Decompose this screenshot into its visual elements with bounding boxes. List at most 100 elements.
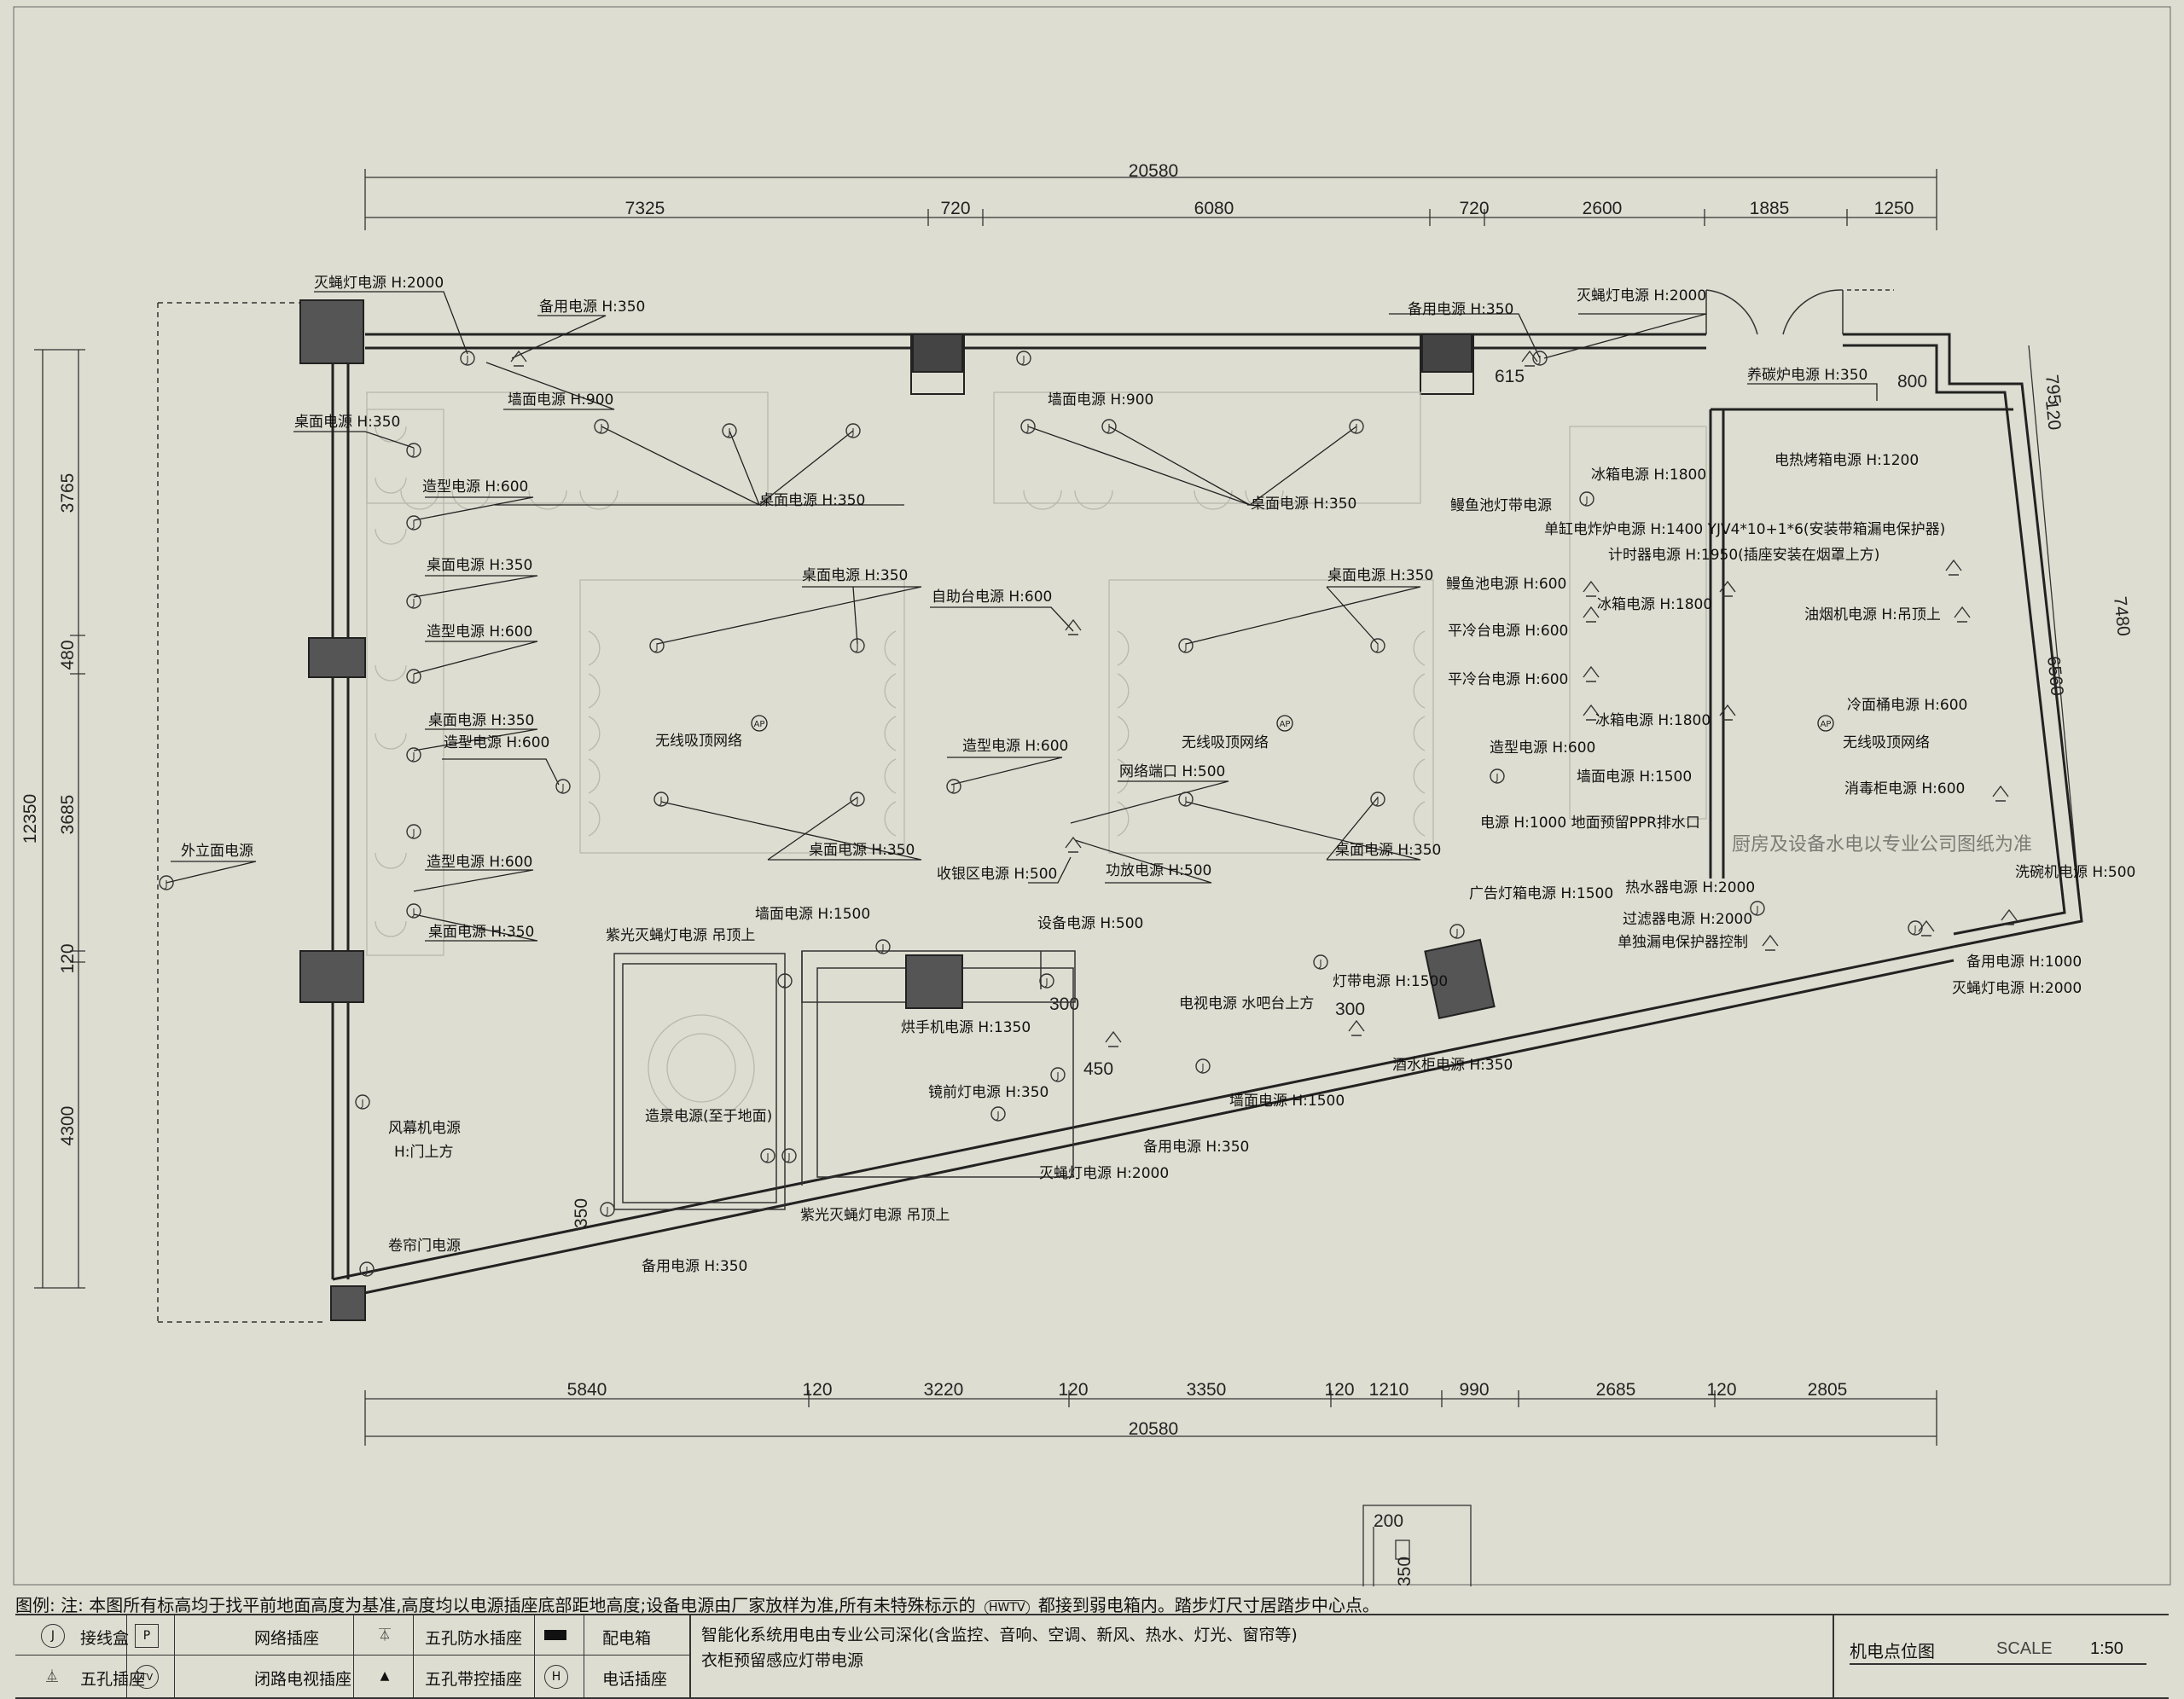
dim-top-overall: 20580: [1129, 161, 1178, 181]
dim-bottom-seg: 990: [1459, 1380, 1489, 1400]
remark-wardrobe: 衣柜预留感应灯带电源: [701, 1651, 864, 1670]
label: 计时器电源 H:1950(插座安装在烟罩上方): [1608, 547, 1879, 564]
remark-smart-system: 智能化系统用电由专业公司深化(含监控、音响、空调、新风、热水、灯光、窗帘等): [701, 1626, 1298, 1644]
dim-bottom-seg: 1210: [1369, 1380, 1409, 1400]
label: 备用电源 H:1000: [1966, 954, 2082, 971]
label: 功放电源 H:500: [1106, 862, 1211, 879]
legend-item: 五孔带控插座: [425, 1670, 523, 1689]
dim-bottom-seg: 120: [1324, 1380, 1354, 1400]
label: 风幕机电源: [388, 1120, 461, 1137]
ap-icon: AP: [1280, 720, 1291, 729]
label: 墙面电源 H:1500: [755, 906, 870, 923]
label: 墙面电源 H:1500: [1577, 768, 1692, 786]
dim-bottom-seg: 120: [1706, 1380, 1736, 1400]
dim-bottom-seg: 120: [1058, 1380, 1088, 1400]
label: 桌面电源 H:350: [809, 842, 915, 859]
label: 过滤器电源 H:2000: [1623, 911, 1752, 928]
label: 鳗鱼池电源 H:600: [1446, 576, 1566, 593]
legend-note-suffix: 都接到弱电箱内。踏步灯尺寸居踏步中心点。: [1037, 1595, 1380, 1615]
detail-dim: 200: [1374, 1511, 1403, 1531]
label: 冰箱电源 H:1800: [1595, 712, 1711, 729]
label: 酒水柜电源 H:350: [1392, 1057, 1513, 1074]
legend-note-text: 注: 本图所有标高均于找平前地面高度为基准,高度均以电源插座底部距地高度;设备电…: [61, 1595, 976, 1615]
label: 造型电源 H:600: [427, 623, 532, 641]
dim-right: 615: [1495, 367, 1525, 386]
dim-bottom-overall: 20580: [1129, 1419, 1178, 1439]
label: 桌面电源 H:350: [427, 557, 532, 574]
label: 紫光灭蝇灯电源 吊顶上: [606, 927, 755, 944]
label: 养碳炉电源 H:350: [1747, 367, 1867, 384]
legend-prefix: 图例:: [15, 1595, 55, 1615]
network-socket-icon: P: [135, 1624, 159, 1648]
dim-right: 7480: [2110, 595, 2134, 637]
dim-bottom-seg: 120: [802, 1380, 832, 1400]
label: 灯带电源 H:1500: [1333, 973, 1448, 990]
label: 平冷台电源 H:600: [1448, 671, 1568, 688]
label: 冷面桶电源 H:600: [1847, 697, 1967, 714]
dim-top-seg: 720: [940, 199, 970, 218]
dim-top-seg: 7325: [625, 199, 665, 218]
label: 备用电源 H:350: [642, 1258, 747, 1275]
label: 自助台电源 H:600: [932, 589, 1052, 606]
label: 热水器电源 H:2000: [1625, 879, 1755, 896]
label: 墙面电源 H:1500: [1229, 1093, 1345, 1110]
label: 灭蝇灯电源 H:2000: [1952, 980, 2082, 997]
label: 备用电源 H:350: [1408, 301, 1513, 318]
sheet-title: 机电点位图: [1850, 1641, 1935, 1661]
label: 冰箱电源 H:1800: [1591, 467, 1706, 484]
dim-left-seg: 3765: [58, 473, 78, 513]
five-hole-socket-icon: ⏅: [46, 1670, 58, 1684]
dim-left-overall: 12350: [20, 794, 40, 844]
dim-left-seg: 120: [58, 943, 78, 973]
dim-misc: 450: [1083, 1059, 1113, 1079]
label: 造型电源 H:600: [962, 738, 1068, 755]
junction-box-icon: J: [41, 1624, 65, 1648]
label: 桌面电源 H:350: [1251, 496, 1356, 513]
leaders: [166, 291, 1878, 942]
label: 单缸电炸炉电源 H:1400 YJV4*10+1*6(安装带箱漏电保护器): [1544, 520, 1945, 538]
dim-left-seg: 480: [58, 640, 78, 670]
dim-misc: 350: [572, 1198, 591, 1228]
dim-bottom-seg: 2805: [1808, 1380, 1848, 1400]
floor-plan: J 20580 7325 720 6080 720 2600 1885 1250…: [13, 6, 2171, 1586]
label: 外立面电源: [181, 843, 253, 860]
label: 烘手机电源 H:1350: [901, 1019, 1031, 1036]
label: 备用电源 H:350: [539, 299, 645, 316]
dim-bottom-seg: 3350: [1187, 1380, 1227, 1400]
label: 卷帘门电源: [388, 1238, 461, 1255]
label: 造景电源(至于地面): [645, 1108, 772, 1125]
label: 桌面电源 H:350: [1335, 842, 1441, 859]
label: 造型电源 H:600: [1490, 739, 1595, 757]
dim-right: 795: [2042, 374, 2065, 405]
label: 电视电源 水吧台上方: [1179, 995, 1314, 1012]
legend-note-icons: HWTV: [985, 1600, 1030, 1615]
label: 无线吸顶网络: [1843, 734, 1930, 751]
label: 墙面电源 H:900: [1048, 391, 1153, 409]
cctv-socket-icon: TV: [135, 1665, 159, 1689]
dim-top-seg: 720: [1459, 199, 1489, 218]
ap-icons: AP AP AP: [751, 715, 1834, 732]
label: 鳗鱼池灯带电源: [1450, 497, 1552, 514]
distribution-box-icon: [544, 1624, 566, 1646]
label: 广告灯箱电源 H:1500: [1469, 885, 1613, 902]
legend-item: 网络插座: [254, 1629, 320, 1648]
dim-right: 800: [1897, 372, 1927, 391]
label: 油烟机电源 H:吊顶上: [1804, 606, 1941, 623]
dim-misc: 300: [1049, 994, 1079, 1014]
legend-table: J 接线盒 P 网络插座 ⏄ 五孔防水插座 配电箱 ⏅ 五孔插座 TV 闭路电视…: [15, 1614, 2169, 1699]
scale-value: 1:50: [2090, 1639, 2123, 1658]
furniture: [366, 391, 1707, 1122]
label: 紫光灭蝇灯电源 吊顶上: [800, 1207, 950, 1224]
kitchen-note: 厨房及设备水电以专业公司图纸为准: [1732, 834, 2032, 855]
label: 桌面电源 H:350: [1327, 567, 1433, 584]
dim-bottom-seg: 5840: [567, 1380, 607, 1400]
legend-item: 闭路电视插座: [254, 1670, 352, 1689]
labels: 灭蝇灯电源 H:2000 备用电源 H:350 墙面电源 H:900 桌面电源 …: [181, 275, 2135, 1275]
label: 墙面电源 H:900: [508, 391, 613, 409]
legend-item: 接线盒: [80, 1629, 130, 1648]
label: 桌面电源 H:350: [759, 492, 865, 509]
scale-label: SCALE: [1996, 1639, 2053, 1658]
label: 冰箱电源 H:1800: [1597, 596, 1712, 613]
phone-socket-icon: H: [544, 1665, 568, 1689]
legend-note: 图例: 注: 本图所有标高均于找平前地面高度为基准,高度均以电源插座底部距地高度…: [15, 1592, 1380, 1616]
